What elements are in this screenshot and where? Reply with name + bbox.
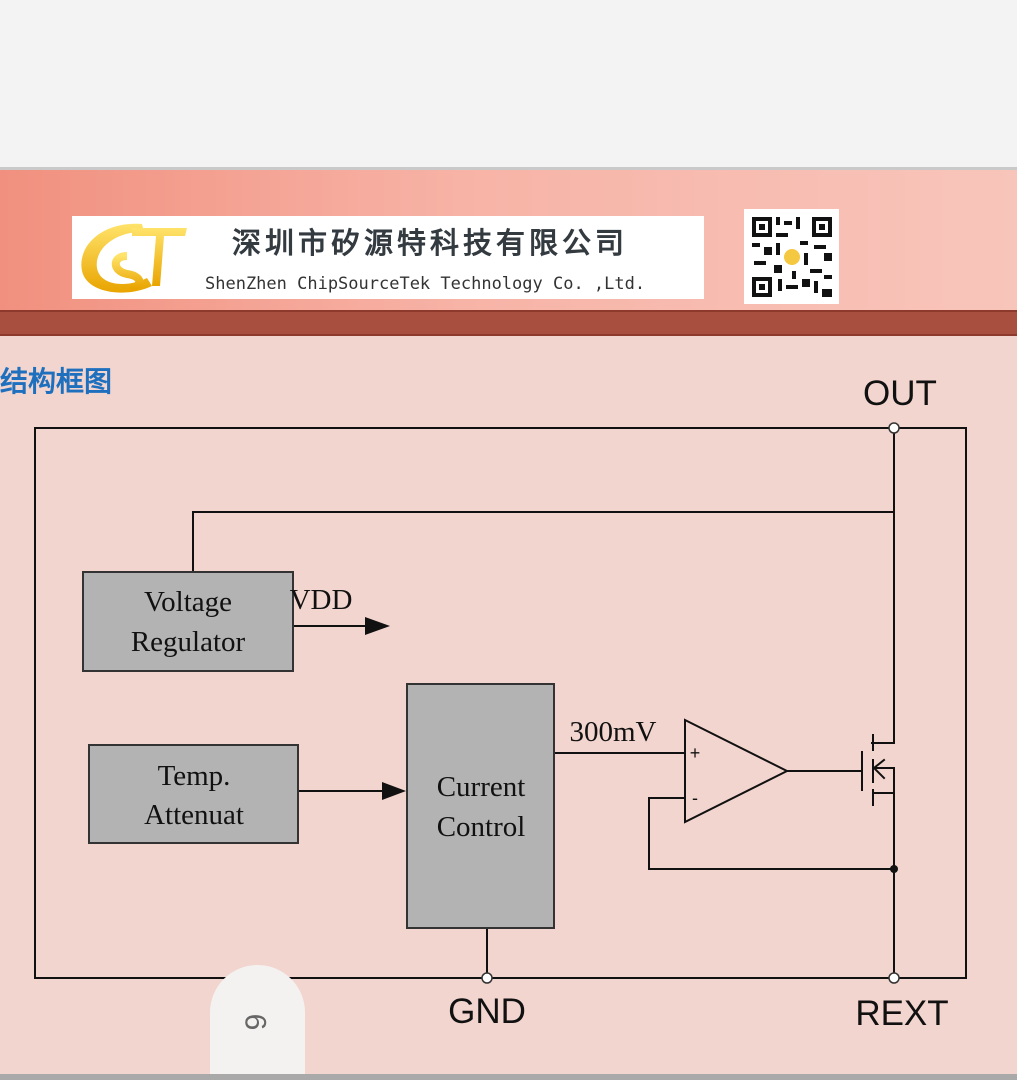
current-control-block — [406, 683, 555, 929]
qr-code-icon — [744, 209, 839, 304]
out-pin — [888, 422, 900, 434]
cst-logo-icon — [81, 223, 187, 293]
gnd-pin-label: GND — [448, 992, 526, 1031]
company-name-cn: 深圳市矽源特科技有限公司 — [232, 226, 629, 260]
source-wire — [872, 767, 895, 979]
page-indicator[interactable]: 6 — [210, 965, 305, 1080]
feedback-wire — [648, 797, 895, 870]
feedback-junction — [890, 865, 898, 873]
regulator-supply-wire — [192, 511, 895, 573]
voltage-regulator-label-2: Regulator — [131, 626, 246, 658]
opamp-plus: + — [690, 743, 701, 763]
company-name-en: ShenZhen ChipSourceTek Technology Co. ,L… — [205, 274, 646, 294]
voltage-regulator-block — [82, 571, 294, 672]
section-title: 结构框图 — [0, 366, 113, 397]
viewer-top-area — [0, 0, 1017, 170]
control-arrow-head — [382, 782, 406, 800]
rext-pin-label: REXT — [855, 994, 948, 1033]
opamp-minus: - — [692, 788, 698, 808]
body-arrow — [872, 758, 886, 780]
page-number: 6 — [238, 1013, 272, 1031]
out-wire — [871, 427, 895, 744]
vdd-arrow-head — [365, 617, 390, 635]
vdd-label: VDD — [290, 584, 353, 616]
gnd-pin — [481, 972, 493, 984]
temp-attenuat-label-2: Attenuat — [144, 799, 244, 831]
ref-voltage-label: 300mV — [570, 716, 657, 748]
company-logo: 深圳市矽源特科技有限公司 ShenZhen ChipSourceTek Tech… — [72, 216, 704, 299]
opamp-symbol — [684, 718, 790, 824]
temp-attenuat-block — [88, 744, 299, 844]
temp-attenuat-label-1: Temp. — [158, 760, 231, 792]
voltage-regulator-label-1: Voltage — [144, 586, 232, 618]
rext-pin — [888, 972, 900, 984]
out-pin-label: OUT — [863, 374, 937, 413]
chip-outline — [34, 427, 967, 979]
header-band — [0, 310, 1017, 336]
current-control-label-1: Current — [437, 771, 526, 803]
viewer-bottom-bar — [0, 1074, 1017, 1080]
current-control-label-2: Control — [437, 811, 526, 843]
